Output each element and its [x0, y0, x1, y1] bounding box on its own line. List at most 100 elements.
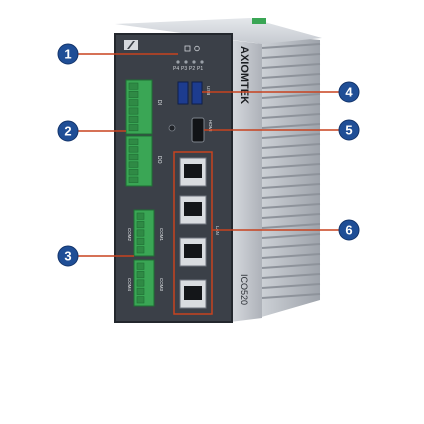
terminal-screw [136, 296, 145, 304]
callout-number-2: 2 [64, 124, 71, 139]
heatsink-fin [261, 153, 321, 159]
din-clip-green [252, 18, 266, 24]
usb-port[interactable] [177, 81, 189, 105]
di-label: DI [156, 100, 162, 105]
led-p2 [192, 60, 196, 64]
callout-number-3: 3 [64, 249, 71, 264]
heatsink-fin [261, 293, 321, 299]
heatsink-fin [261, 63, 321, 69]
heatsink-fin [261, 193, 321, 199]
heatsink-fin [261, 83, 321, 89]
terminal-screw [136, 271, 145, 279]
terminal-screw [128, 99, 139, 107]
logo-mark-slash [127, 41, 135, 49]
di-terminal-block: DI [125, 79, 162, 135]
terminal-screw [128, 91, 139, 98]
terminal-screw [136, 221, 145, 229]
callout-badge-5: 5 [338, 119, 360, 141]
lan-port-socket [184, 244, 202, 258]
terminal-screw [128, 161, 139, 168]
hdmi-label: HDMI [208, 120, 213, 132]
terminal-screw [136, 262, 145, 270]
terminal-screw [128, 115, 139, 123]
com3-com4-terminal-block: COM4 COM3 [127, 259, 164, 307]
hdmi-port[interactable] [191, 117, 205, 143]
front-panel-bezel [114, 33, 233, 323]
com2-label: COM2 [127, 228, 132, 241]
callout-badge-4: 4 [338, 81, 360, 103]
callout-badge-1: 1 [57, 43, 79, 65]
heatsink-fin [261, 253, 321, 259]
terminal-screw [136, 279, 145, 287]
heatsink-fin [261, 53, 321, 59]
led-p1 [200, 60, 204, 64]
brand-name: AXIOMTEK [238, 46, 250, 104]
terminal-screw [128, 124, 139, 132]
heatsink-fin [261, 143, 321, 149]
lan-highlight-frame [173, 151, 213, 315]
led-label-p4: P4 [173, 66, 179, 72]
com1-com2-terminal-block: COM2 COM1 [127, 209, 164, 257]
heatsink-fin [261, 273, 321, 279]
terminal-screw [128, 153, 139, 161]
callout-number-6: 6 [345, 223, 352, 238]
lan-port-socket [184, 164, 202, 178]
heatsink-fin [261, 213, 321, 219]
reset-button[interactable] [168, 124, 176, 132]
led-p4 [176, 60, 180, 64]
power-led-group: P4 P3 P2 P1 [173, 45, 204, 72]
terminal-screw [128, 138, 139, 145]
callout-number-4: 4 [345, 85, 353, 100]
terminal-screw [128, 82, 139, 90]
heatsink-fin [261, 103, 321, 109]
model-name: ICO520 [239, 274, 249, 305]
lan-port-group: LAN [173, 151, 220, 315]
terminal-screw [128, 169, 139, 176]
terminal-screw [136, 212, 145, 220]
heatsink-fin [261, 233, 321, 239]
heatsink-fin [261, 173, 321, 179]
usb-port-group: USB [177, 81, 211, 105]
do-label: DO [156, 156, 162, 164]
usb-port[interactable] [191, 81, 203, 105]
callout-number-5: 5 [345, 123, 352, 138]
com1-label: COM1 [159, 228, 164, 241]
device-top [115, 18, 322, 44]
lan-port-socket [184, 286, 202, 300]
status-indicator-icon [194, 45, 200, 52]
heatsink-fin [261, 203, 321, 209]
heatsink-fin [261, 43, 321, 49]
callout-badge-3: 3 [57, 245, 79, 267]
terminal-screw [128, 176, 139, 183]
power-indicator-icon [184, 45, 191, 52]
side-label-strip [230, 40, 262, 322]
terminal-screw [136, 287, 145, 295]
heatsink [258, 34, 321, 318]
led-p3 [184, 60, 188, 64]
heatsink-fin [261, 263, 321, 269]
heatsink-fin [261, 123, 321, 129]
com3-label: COM3 [159, 278, 164, 291]
terminal-screw [128, 107, 139, 115]
callout-number-1: 1 [64, 47, 71, 62]
heatsink-fin [261, 163, 321, 169]
heatsink-fin [261, 283, 321, 289]
callout-badge-6: 6 [338, 219, 360, 241]
terminal-screw [128, 146, 139, 153]
heatsink-fin [261, 223, 321, 229]
usb-label: USB [206, 86, 211, 95]
heatsink-fin [261, 133, 321, 139]
callout-lines [78, 53, 340, 257]
do-terminal-block: DO [125, 135, 162, 187]
lan-port-socket [184, 202, 202, 216]
callout-badge-2: 2 [57, 120, 79, 142]
terminal-screw [136, 229, 145, 237]
terminal-screw [136, 237, 145, 245]
led-label-p1: P1 [197, 66, 203, 72]
heatsink-fin [261, 73, 321, 79]
heatsink-fin [261, 113, 321, 119]
led-label-p3: P3 [181, 66, 187, 72]
heatsink-fin [261, 243, 321, 249]
terminal-screw [136, 246, 145, 254]
